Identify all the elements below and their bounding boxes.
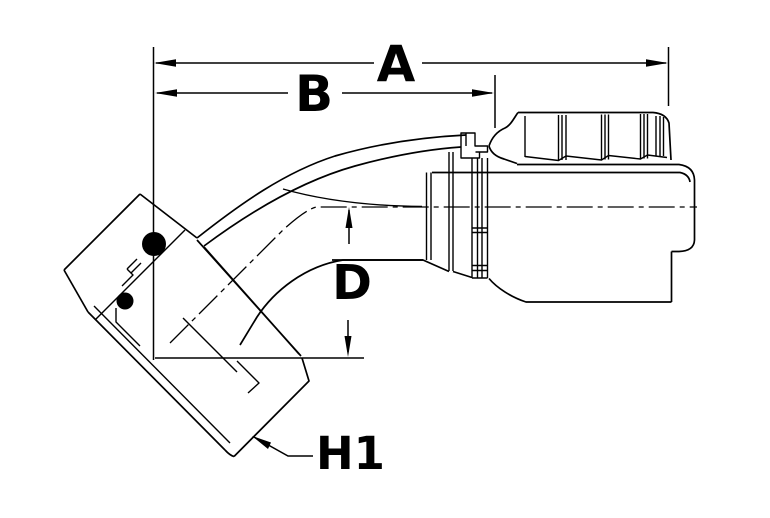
dimension-b-label: B [295, 65, 333, 123]
extension-lines [152, 47, 670, 360]
detent-ball-large [142, 232, 166, 256]
dimension-d: D [332, 207, 372, 357]
nut-top-right-edge [139, 193, 198, 239]
collar-rect-bars [471, 158, 489, 279]
centerline [169, 206, 697, 344]
tube-inner-line [282, 188, 423, 208]
dimension-b: B [155, 65, 494, 123]
nut-wedge-face [196, 239, 302, 357]
tube-outer-curve [196, 134, 467, 239]
dimension-a-arrow-right [646, 59, 668, 67]
socket-collar [332, 152, 489, 279]
nose-top [488, 112, 519, 147]
dimension-b-arrow-left [155, 89, 177, 97]
nut-top-left-edge [63, 193, 141, 271]
crimp-ferrule [518, 111, 672, 162]
dimension-h1-label: H1 [316, 427, 385, 480]
nut-detent-channel [121, 258, 142, 287]
dimension-d-label: D [332, 255, 372, 311]
dimension-d-arrow-up [345, 207, 353, 228]
detent-ball-small [116, 292, 134, 310]
tube-bottom-curve [239, 259, 423, 346]
collar-vertical-lines [425, 152, 454, 271]
nut-bottom-left-inner [93, 305, 231, 444]
nut-lower-step [115, 308, 141, 347]
hose-stop-block [460, 132, 489, 159]
dimension-a-arrow-left [154, 59, 176, 67]
nut-internal-diagonal-2 [182, 317, 238, 373]
nut-bottom-left-edge [87, 311, 226, 451]
dimension-a-label: A [377, 35, 416, 93]
collar-bottom-cone [332, 259, 473, 279]
nut-vertex-chevron [236, 360, 260, 394]
body-top-line [517, 163, 696, 253]
nut-bottom-right-edge [233, 357, 310, 458]
serration-bottom-sawtooth [524, 154, 668, 162]
nose-bottom [488, 145, 518, 165]
dimension-h1: H1 [252, 427, 385, 480]
body-bottom-line [488, 277, 672, 303]
hex-nut [63, 193, 310, 458]
dimension-a: A [154, 35, 668, 93]
serration-verticals [524, 114, 665, 160]
nut-bottom-vertex [224, 449, 235, 458]
dimension-b-arrow-right [472, 89, 494, 97]
ferrule-top-edge [518, 111, 672, 161]
h1-leader-arrow [252, 436, 271, 449]
socket-body [432, 163, 696, 303]
nut-left-chamfer [63, 269, 89, 313]
bent-tube [196, 134, 467, 346]
nut-internal-diagonal-1 [94, 229, 186, 321]
dimension-d-arrow-down [344, 336, 352, 357]
body-inner-top-line [432, 171, 691, 183]
ferrule-nose [460, 112, 519, 165]
tube-second-curve [203, 146, 462, 247]
